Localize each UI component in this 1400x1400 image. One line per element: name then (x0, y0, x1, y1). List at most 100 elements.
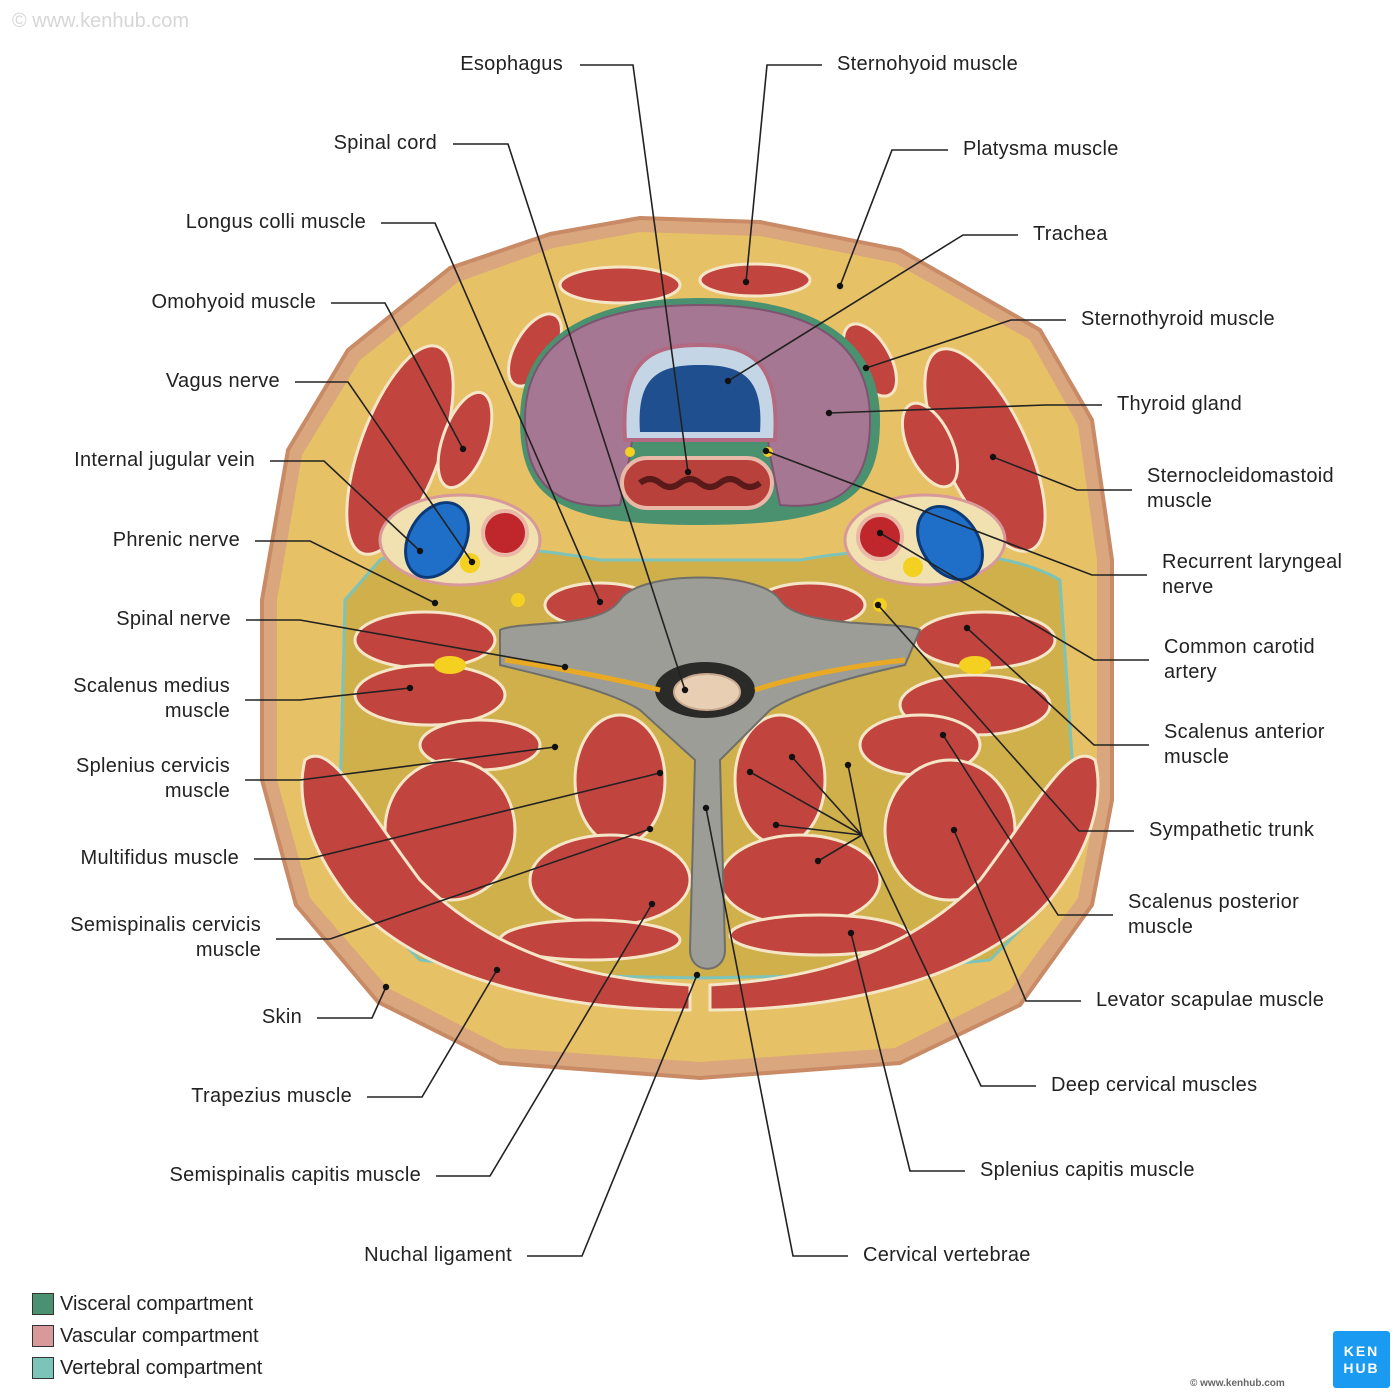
label-semispinalis-cervicis: Semispinalis cervicis muscle (70, 914, 261, 961)
leader-line-deep-cervical-branch (817, 834, 863, 862)
leader-dot (468, 558, 476, 566)
label-thyroid: Thyroid gland (1117, 393, 1243, 415)
label-carotid: Common carotid artery (1164, 636, 1315, 683)
label-scm: Sternocleidomastoid muscle (1147, 465, 1334, 512)
legend: Visceral compartment Vascular compartmen… (32, 1288, 262, 1384)
legend-swatch (32, 1325, 54, 1347)
leader-lines (245, 64, 1149, 1257)
leader-dot (746, 768, 754, 776)
leader-line-skin (317, 986, 387, 1019)
watermark: © www.kenhub.com (12, 10, 190, 32)
label-ijv: Internal jugular vein (74, 449, 255, 471)
leader-line-platysma (839, 149, 948, 287)
leader-dot (684, 468, 692, 476)
label-splenius-cervicis: Splenius cervicis muscle (75, 755, 230, 802)
leader-line-multifidus (254, 772, 661, 860)
leader-line-omohyoid (331, 302, 464, 450)
leader-line-sternothyroid (865, 319, 1066, 369)
spinal-cord (673, 673, 741, 711)
semispinalis-capitis-right (718, 833, 882, 927)
leader-dot (844, 761, 852, 769)
leader-line-semispinalis-capitis (436, 903, 653, 1177)
legend-label: Vascular compartment (60, 1324, 259, 1347)
leader-dot (939, 731, 947, 739)
scalenus-anterior-left (353, 610, 497, 670)
label-multifidus: Multifidus muscle (80, 847, 239, 869)
label-splenius-capitis: Splenius capitis muscle (980, 1159, 1195, 1181)
leader-line-longus-colli (381, 222, 601, 603)
internal-jugular-vein-right (916, 505, 984, 581)
label-cervical-vertebrae: Cervical vertebrae (863, 1244, 1031, 1266)
leader-dot (416, 547, 424, 555)
leader-line-spinal-cord (453, 143, 686, 691)
leader-dot (656, 769, 664, 777)
leader-dot (876, 529, 884, 537)
leader-dot (874, 601, 882, 609)
copyright: © www.kenhub.com (1190, 1378, 1285, 1389)
scalenus-medius-left (353, 663, 507, 727)
legend-label: Vertebral compartment (60, 1356, 263, 1379)
leader-line-scalenus-medius (245, 687, 411, 701)
leader-dot (648, 900, 656, 908)
leader-dot (406, 684, 414, 692)
leader-dot (693, 971, 701, 979)
leader-line-sympathetic (877, 604, 1134, 832)
thyroid-side-muscle (900, 401, 960, 489)
leader-dot (762, 447, 770, 455)
legend-item-vertebral: Vertebral compartment (32, 1352, 262, 1384)
internal-jugular-vein-left (404, 501, 470, 579)
legend-label: Visceral compartment (60, 1292, 254, 1315)
leader-line-sternohyoid (745, 64, 822, 283)
label-longus-colli: Longus colli muscle (185, 211, 366, 233)
leader-dot (862, 364, 870, 372)
leader-dot (825, 409, 833, 417)
leader-line-deep-cervical (861, 834, 1036, 1087)
leader-dots (382, 278, 997, 991)
leader-dot (963, 624, 971, 632)
trapezius-right (708, 754, 1100, 1012)
leader-dot (724, 377, 732, 385)
omohyoid (436, 390, 494, 490)
leader-dot (551, 743, 559, 751)
label-vagus: Vagus nerve (165, 370, 280, 392)
trachea-lumen (639, 365, 761, 432)
label-spinal-cord: Spinal cord (333, 132, 437, 154)
legend-item-visceral: Visceral compartment (32, 1288, 262, 1320)
label-levator: Levator scapulae muscle (1096, 989, 1325, 1011)
vagus-nerve-right (903, 557, 923, 577)
label-scalenus-posterior: Scalenus posterior muscle (1128, 891, 1300, 938)
leader-dot (382, 983, 390, 991)
logo-text: HUB (1343, 1359, 1380, 1376)
label-deep-cervical: Deep cervical muscles (1051, 1074, 1258, 1096)
leader-line-semispinalis-cervicis (276, 828, 651, 940)
legend-swatch (32, 1293, 54, 1315)
label-trapezius: Trapezius muscle (191, 1085, 352, 1107)
leader-dot (836, 282, 844, 290)
legend-item-vascular: Vascular compartment (32, 1320, 262, 1352)
leader-line-deep-cervical-branch (749, 771, 863, 836)
leader-dot (702, 804, 710, 812)
leader-line-splenius-capitis (850, 932, 965, 1172)
vascular-compartment-right (843, 493, 1007, 587)
vascular-compartment-left (378, 493, 542, 587)
leader-line-deep-cervical-branch (791, 756, 863, 836)
leader-line-levator (953, 829, 1081, 1002)
leader-line-scalenus-posterior (942, 734, 1113, 916)
leader-line-deep-cervical-branch (775, 824, 863, 836)
leader-line-scm (992, 456, 1132, 491)
leader-dot (742, 278, 750, 286)
leader-dot (989, 453, 997, 461)
label-scalenus-medius: Scalenus medius muscle (73, 675, 230, 722)
leader-line-splenius-cervicis (245, 746, 556, 781)
sternohyoid-muscle-right (698, 262, 812, 298)
label-sternothyroid: Sternothyroid muscle (1081, 308, 1275, 330)
label-semispinalis-capitis: Semispinalis capitis muscle (169, 1164, 421, 1186)
leader-dot (681, 686, 689, 694)
common-carotid-left (481, 509, 529, 557)
leader-line-carotid (879, 532, 1149, 661)
leader-line-cervical-vertebrae (705, 807, 848, 1257)
semispinalis-capitis-left (528, 833, 692, 927)
leader-dot (788, 753, 796, 761)
leader-dot (950, 826, 958, 834)
